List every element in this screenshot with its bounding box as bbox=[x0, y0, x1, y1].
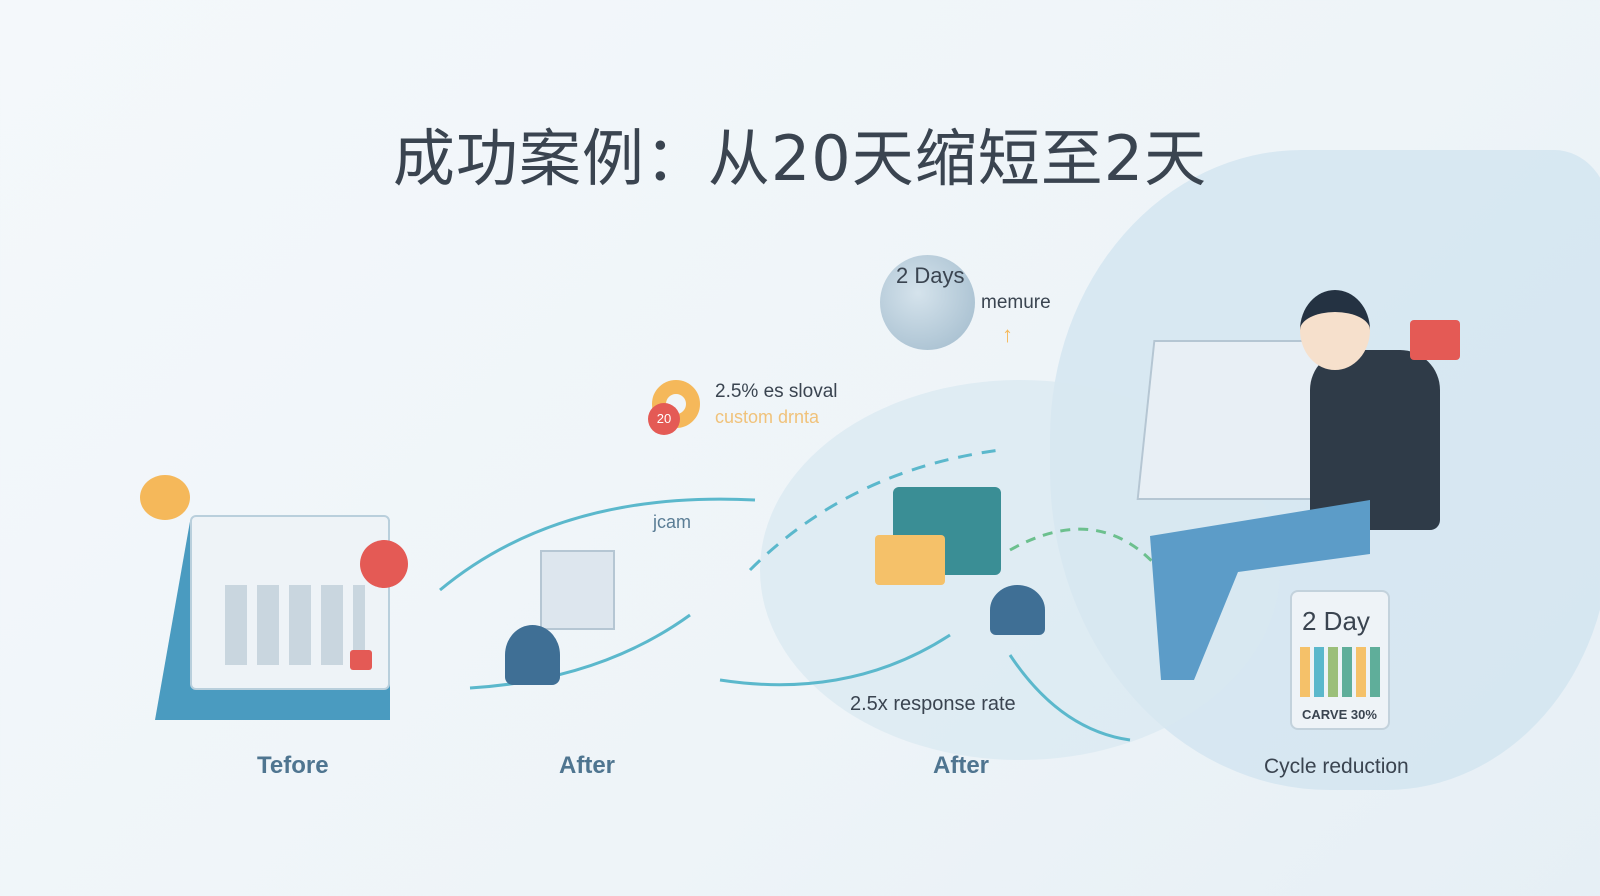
card-bar-chart bbox=[1300, 647, 1382, 697]
avatar bbox=[990, 585, 1045, 635]
report-documents bbox=[1136, 340, 1334, 500]
response-rate: 2.5x response rate bbox=[850, 693, 1016, 715]
label-after-1: After bbox=[559, 752, 616, 779]
calendar-illustration bbox=[140, 475, 408, 720]
jcam-text: jcam bbox=[653, 512, 692, 532]
globe-days: 2 Days bbox=[896, 263, 965, 288]
document-illustration bbox=[540, 550, 615, 630]
businessman-illustration bbox=[1310, 350, 1440, 530]
chat-bubble-icon bbox=[1410, 320, 1460, 360]
label-before: Tefore bbox=[257, 752, 329, 779]
businessman-head bbox=[1300, 290, 1370, 370]
stat-badge: 20 bbox=[648, 403, 680, 435]
person-icon bbox=[505, 625, 560, 685]
globe-caption: memure bbox=[981, 292, 1051, 313]
label-cycle-reduction: Cycle reduction bbox=[1264, 755, 1409, 778]
cycle-card: 2 Day CARVE 30% bbox=[1290, 590, 1390, 730]
page-title: 成功案例：从20天缩短至2天 bbox=[392, 122, 1208, 195]
stat-line2: custom drnta bbox=[715, 407, 820, 427]
label-after-2: After bbox=[933, 752, 990, 779]
globe-icon bbox=[880, 255, 975, 350]
card-title: 2 Day bbox=[1302, 606, 1370, 636]
stat-line1: 2.5% es sloval bbox=[715, 381, 838, 402]
card-caption: CARVE 30% bbox=[1302, 707, 1377, 722]
arrow-up-icon: ↑ bbox=[1002, 322, 1013, 347]
folder-icon bbox=[875, 535, 945, 585]
